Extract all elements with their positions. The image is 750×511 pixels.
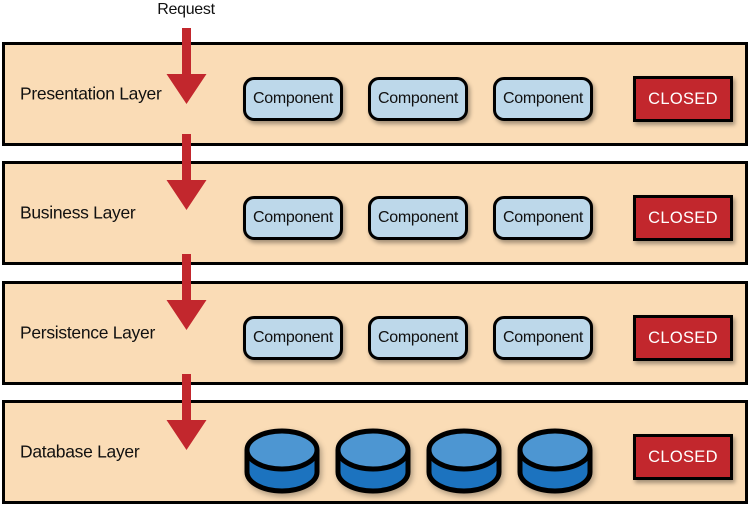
closed-badge: CLOSED (633, 195, 733, 241)
component-box: Component (368, 316, 468, 360)
closed-badge: CLOSED (633, 434, 733, 480)
component-box: Component (493, 196, 593, 240)
layer-title: Database Layer (20, 441, 140, 462)
database-icon (517, 428, 593, 494)
component-box: Component (243, 77, 343, 121)
component-box: Component (493, 316, 593, 360)
layer-database: Database Layer CLOSED (2, 400, 748, 504)
component-box: Component (243, 316, 343, 360)
database-icon (335, 428, 411, 494)
layer-business: Business Layer Component Component Compo… (2, 161, 748, 265)
layer-title: Business Layer (20, 202, 136, 223)
closed-badge: CLOSED (633, 315, 733, 361)
layer-persistence: Persistence Layer Component Component Co… (2, 281, 748, 385)
component-box: Component (368, 77, 468, 121)
request-label: Request (157, 1, 215, 18)
database-icon (426, 428, 502, 494)
component-box: Component (493, 77, 593, 121)
database-icon (244, 428, 320, 494)
layer-title: Persistence Layer (20, 322, 155, 343)
layer-title: Presentation Layer (20, 83, 162, 104)
closed-badge: CLOSED (633, 76, 733, 122)
layer-presentation: Presentation Layer Component Component C… (2, 42, 748, 146)
component-box: Component (243, 196, 343, 240)
component-box: Component (368, 196, 468, 240)
